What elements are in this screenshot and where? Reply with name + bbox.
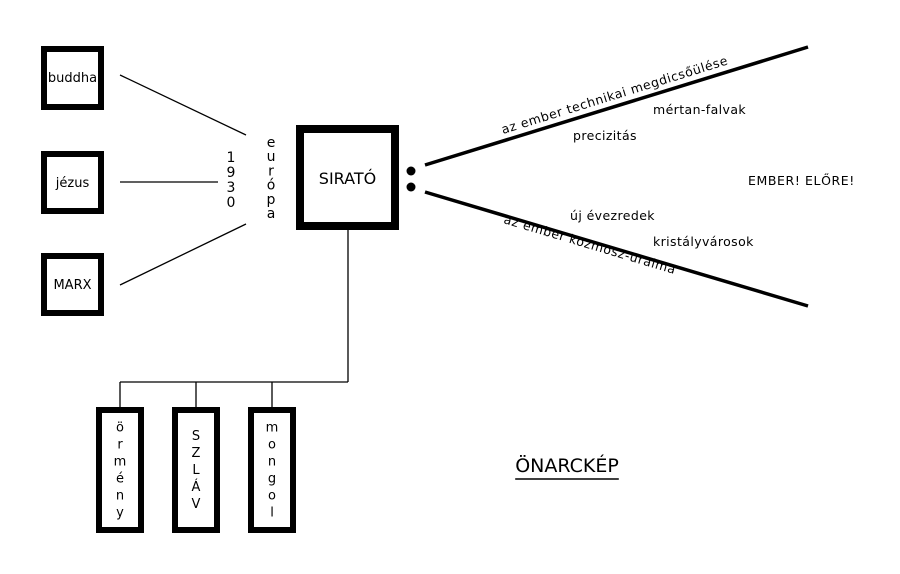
diagram-title: ÖNARCKÉP — [515, 454, 619, 477]
label-marx: MARX — [53, 278, 91, 293]
word-kristalyvarosok: kristályvárosok — [653, 234, 754, 249]
box-jezus — [41, 151, 104, 214]
caption-upper-ray: az ember technikai megdicsőülése — [499, 53, 729, 137]
box-mongol — [248, 407, 296, 533]
dot-lower — [406, 182, 416, 192]
ray-lower — [424, 190, 809, 308]
box-szlav — [172, 407, 220, 533]
label-buddha: buddha — [48, 71, 97, 86]
exclamation: EMBER! ELŐRE! — [748, 173, 855, 188]
box-buddha — [41, 46, 104, 110]
connector-marx — [119, 223, 247, 286]
box-ormeny — [96, 407, 144, 533]
word-mertan-falvak: mértan-falvak — [653, 102, 746, 117]
connector-buddha — [119, 74, 247, 136]
word-precizitas: precizitás — [573, 128, 637, 143]
box-sirato — [296, 125, 399, 230]
word-uj-evezredek: új évezredek — [570, 208, 655, 223]
label-jezus: jézus — [55, 176, 90, 191]
dot-upper — [406, 166, 416, 176]
label-sirato: SIRATÓ — [319, 169, 376, 188]
box-marx — [41, 253, 104, 316]
ray-upper — [424, 45, 809, 167]
